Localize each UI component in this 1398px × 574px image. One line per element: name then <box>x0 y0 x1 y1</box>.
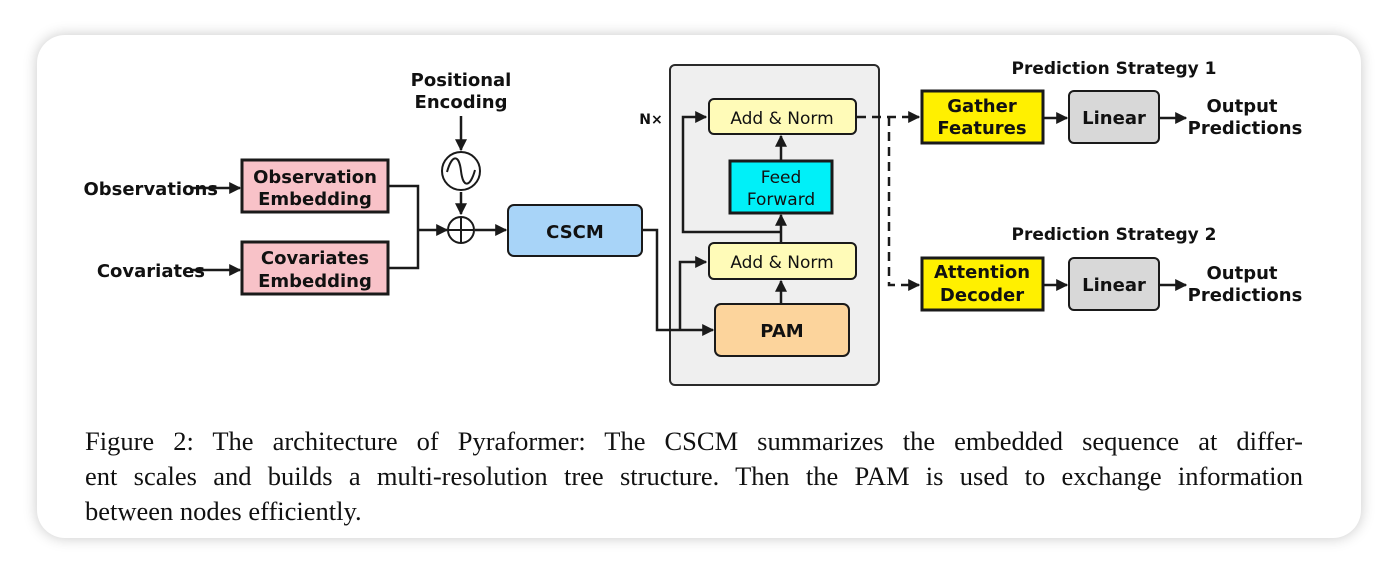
pam-label: PAM <box>760 321 803 342</box>
output-predictions-label-1: Predictions <box>1188 118 1303 139</box>
pam-block <box>714 303 850 357</box>
caption-line-3: between nodes efficiently. <box>85 496 362 526</box>
gather-features-label: Gather <box>947 96 1017 117</box>
covariates-embedding-label: Covariates <box>261 248 369 269</box>
output-predictions-label-2: Predictions <box>1188 285 1303 306</box>
covariates-label: Covariates <box>97 261 205 282</box>
caption-line-2: ent scales and builds a multi-resolution… <box>85 461 1303 491</box>
connectors <box>190 111 1188 336</box>
dashed-connectors <box>857 111 921 291</box>
cscm-label: CSCM <box>546 222 604 243</box>
observations-label: Observations <box>83 179 218 200</box>
observation-embedding-block <box>240 158 390 214</box>
add-norm-top-block <box>708 98 857 135</box>
linear-label-1: Linear <box>1082 108 1146 129</box>
covariates-embedding-label: Embedding <box>258 271 372 292</box>
positional-encoding-label: Positional <box>411 70 512 91</box>
repeat-label: N× <box>639 112 662 128</box>
gather-features-label: Features <box>937 118 1026 139</box>
add-icon <box>447 216 475 244</box>
observation-embedding-label: Observation <box>253 167 377 188</box>
observation-embedding-label: Embedding <box>258 189 372 210</box>
attention-decoder-label: Attention <box>934 262 1030 283</box>
cscm-block <box>507 204 643 257</box>
add-norm-bottom-block <box>708 242 857 280</box>
positional-encoding-label: Encoding <box>415 92 508 113</box>
output-predictions-label-1: Output <box>1206 96 1277 117</box>
strategy2-title: Prediction Strategy 2 <box>1012 225 1217 245</box>
linear-block-2 <box>1068 257 1160 311</box>
linear-label-2: Linear <box>1082 275 1146 296</box>
caption-line-1: Figure 2: The architecture of Pyraformer… <box>85 426 1303 456</box>
positional-encoding-icon <box>441 151 481 191</box>
strategy1-title: Prediction Strategy 1 <box>1012 59 1217 79</box>
feed-forward-block <box>728 159 834 215</box>
add-norm-top-label: Add & Norm <box>730 109 833 129</box>
covariates-embedding-block <box>240 240 390 296</box>
output-predictions-label-2: Output <box>1206 263 1277 284</box>
attention-decoder-block <box>920 256 1045 312</box>
attention-decoder-label: Decoder <box>940 285 1024 306</box>
add-norm-bottom-label: Add & Norm <box>730 253 833 273</box>
feed-forward-label: Forward <box>747 190 815 210</box>
feed-forward-label: Feed <box>761 168 802 188</box>
figure-caption: Figure 2: The architecture of Pyraformer… <box>85 424 1303 529</box>
linear-block-1 <box>1068 90 1160 144</box>
gather-features-block <box>920 89 1045 145</box>
